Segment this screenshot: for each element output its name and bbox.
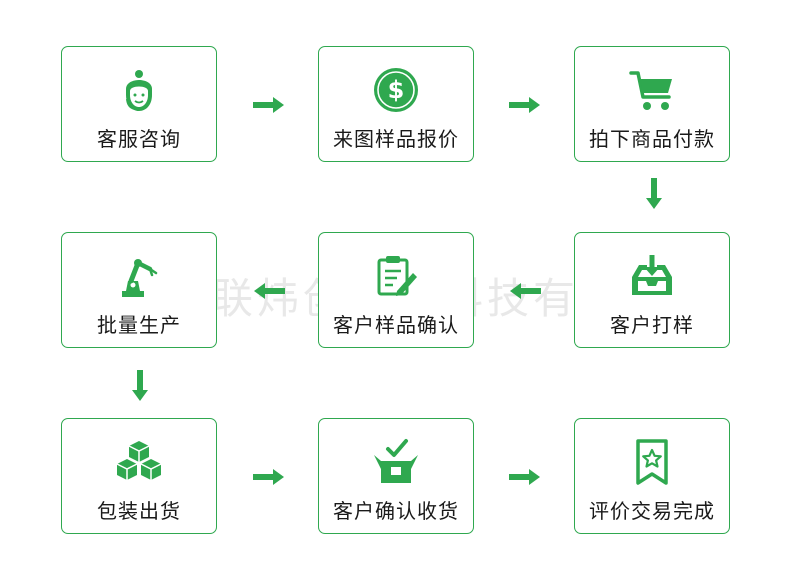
step-prototyping: 客户打样 [574, 232, 730, 348]
step-payment: 拍下商品付款 [574, 46, 730, 162]
dollar-coin-icon: $ [371, 65, 421, 115]
arrow-left [253, 283, 285, 299]
stacked-boxes-icon [114, 437, 164, 487]
step-mass-production: 批量生产 [61, 232, 217, 348]
step-label: 包装出货 [97, 499, 181, 523]
shopping-cart-icon [627, 65, 677, 115]
box-check-icon [371, 437, 421, 487]
step-label: 批量生产 [97, 313, 181, 337]
arrow-left [509, 283, 541, 299]
step-packing-shipping: 包装出货 [61, 418, 217, 534]
step-label: 客户样品确认 [333, 313, 459, 337]
step-sample-confirmation: 客户样品确认 [318, 232, 474, 348]
step-label: 评价交易完成 [589, 499, 715, 523]
step-label: 客户打样 [610, 313, 694, 337]
step-receipt-confirmation: 客户确认收货 [318, 418, 474, 534]
arrow-right [509, 97, 541, 113]
step-label: 客服咨询 [97, 127, 181, 151]
robot-arm-icon [114, 251, 164, 301]
clipboard-edit-icon [371, 251, 421, 301]
step-customer-consultation: 客服咨询 [61, 46, 217, 162]
arrow-right [253, 97, 285, 113]
step-label: 客户确认收货 [333, 499, 459, 523]
step-label: 来图样品报价 [333, 127, 459, 151]
arrow-right [253, 469, 285, 485]
svg-text:$: $ [388, 76, 405, 104]
step-label: 拍下商品付款 [589, 127, 715, 151]
inbox-download-icon [627, 251, 677, 301]
arrow-down [132, 370, 148, 402]
customer-service-icon [114, 65, 164, 115]
arrow-right [509, 469, 541, 485]
star-bookmark-icon [627, 437, 677, 487]
step-review-complete: 评价交易完成 [574, 418, 730, 534]
arrow-down [646, 178, 662, 210]
step-quote: $ 来图样品报价 [318, 46, 474, 162]
